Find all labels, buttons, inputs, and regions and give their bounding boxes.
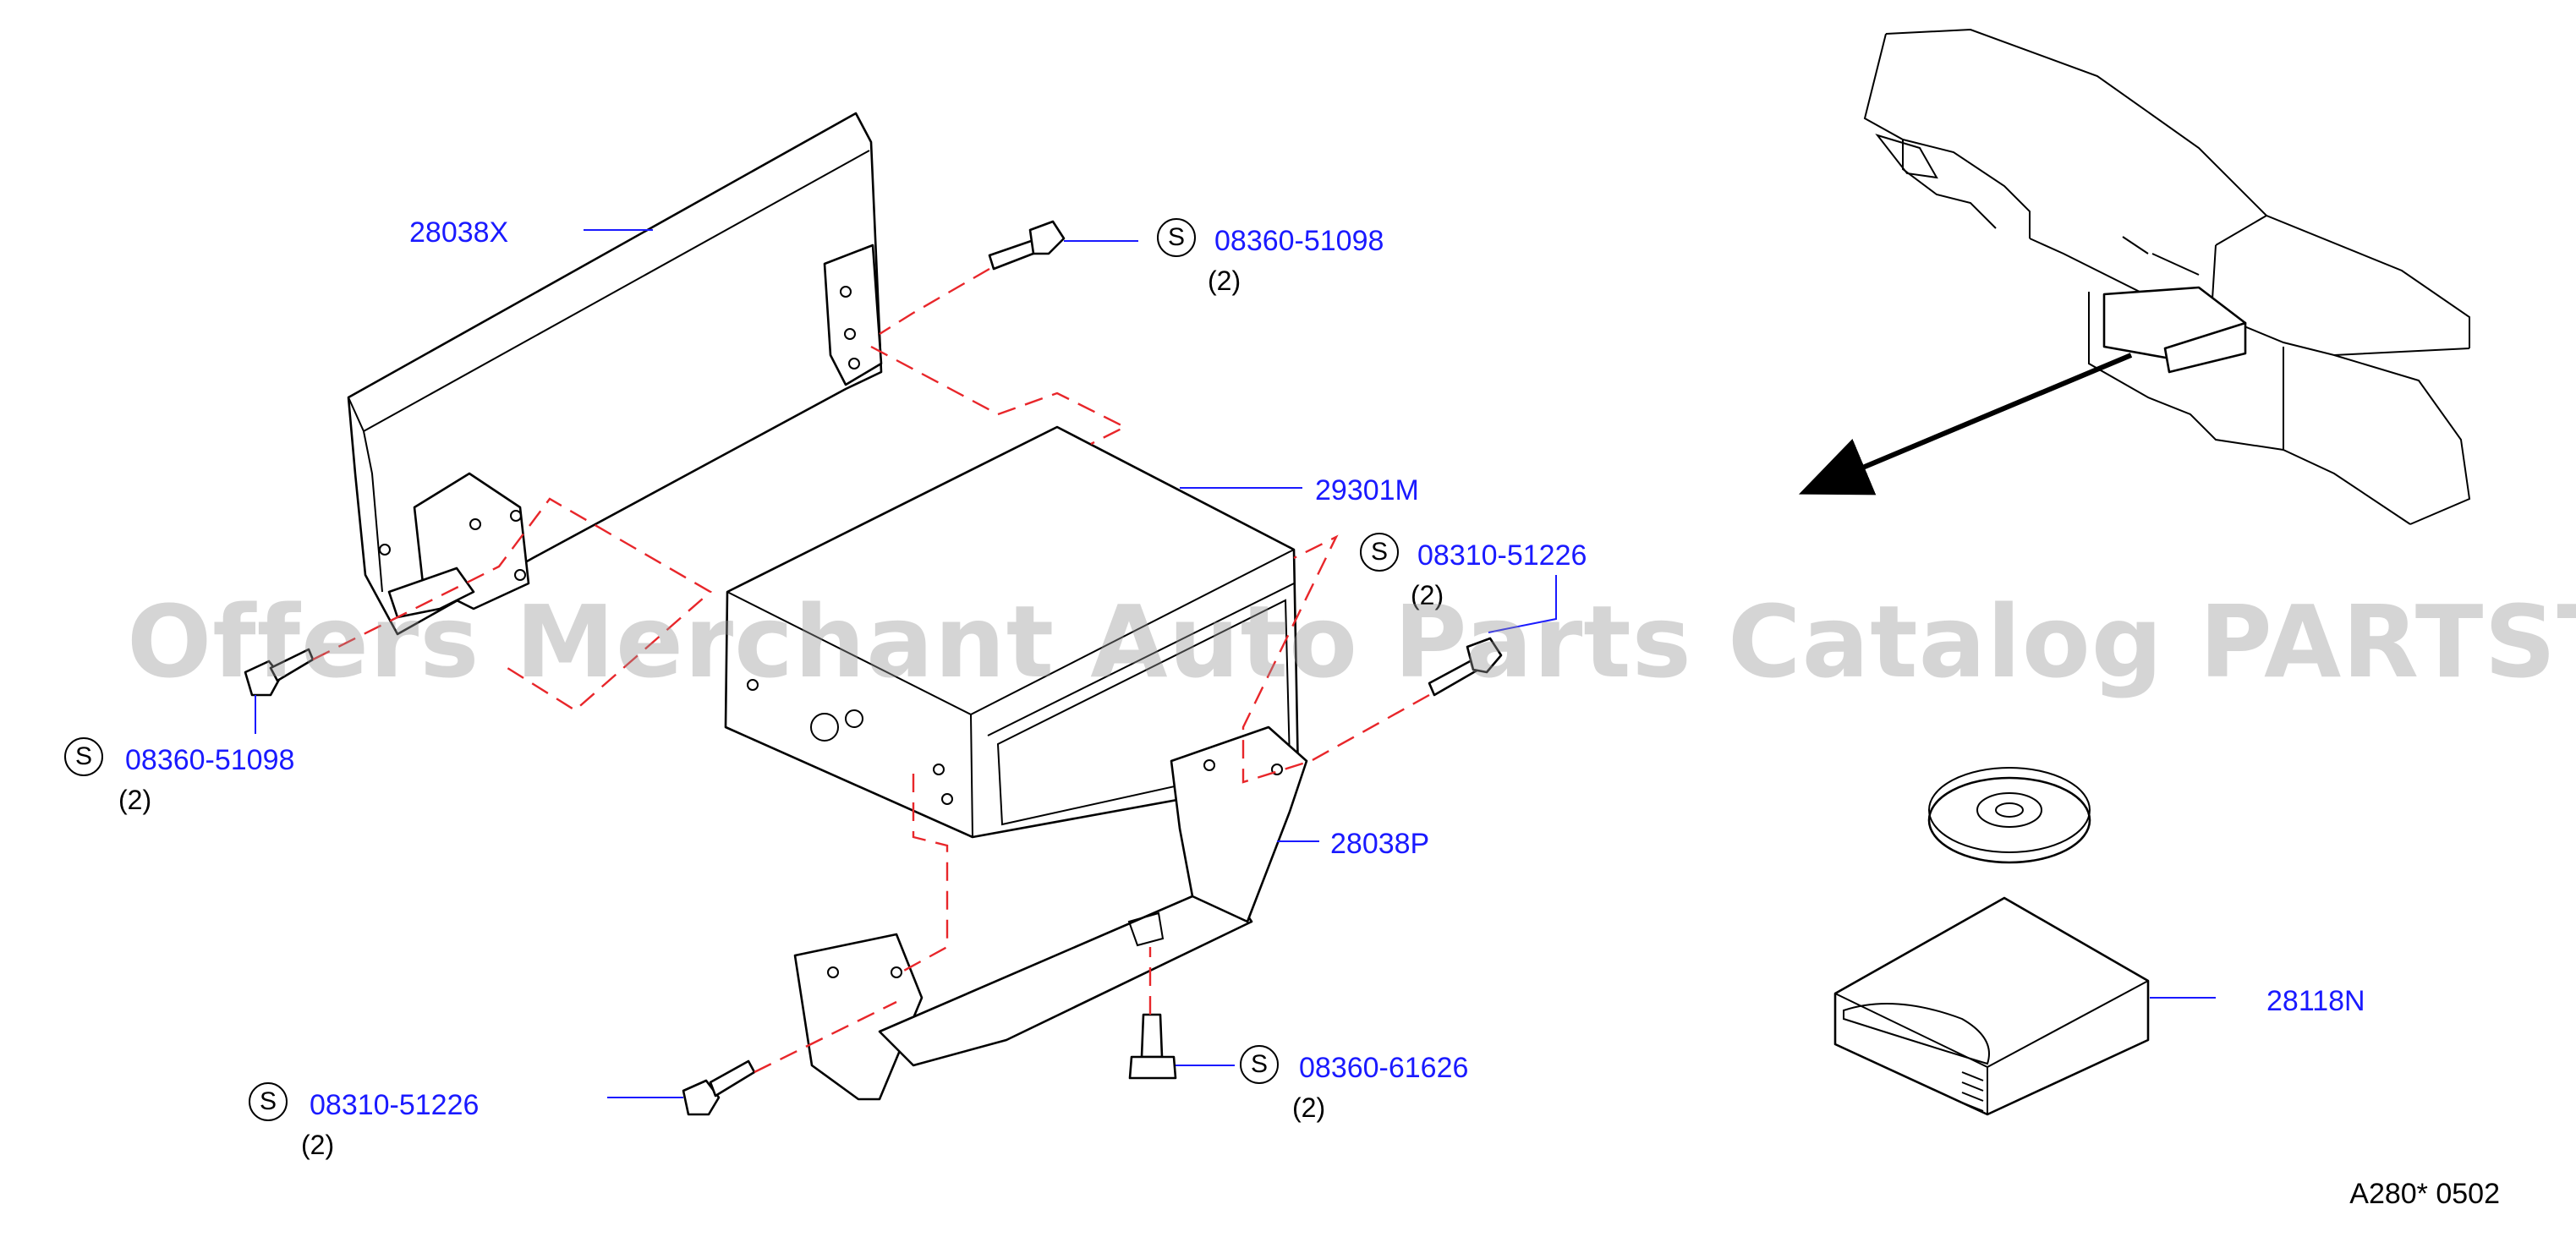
- fastener-quantity: (2): [1208, 265, 1241, 296]
- bolt-right: [1428, 637, 1503, 697]
- fastener-quantity: (2): [118, 785, 152, 815]
- bolt-bottom: [1128, 1013, 1177, 1080]
- fastener-part-number[interactable]: 08360-51098: [125, 744, 295, 776]
- fastener-part-number[interactable]: 08310-51226: [1417, 539, 1587, 572]
- standard-part-symbol: S: [1240, 1045, 1279, 1084]
- bracket-28038x: [347, 112, 883, 636]
- bolt-bottom-left: [682, 1059, 756, 1116]
- standard-part-symbol: S: [1360, 533, 1399, 572]
- fastener-quantity: (2): [1292, 1092, 1326, 1123]
- cd-magazine-28118n: [1833, 896, 2150, 1116]
- bracket-28038p: [793, 725, 1308, 1101]
- cd-disc: [1927, 767, 2091, 864]
- fastener-quantity: (2): [1411, 580, 1444, 610]
- diagram-reference: A280* 0502: [2349, 1178, 2500, 1210]
- standard-part-symbol: S: [249, 1082, 288, 1121]
- fastener-part-number[interactable]: 08360-61626: [1299, 1052, 1469, 1084]
- fastener-part-number[interactable]: 08360-51098: [1214, 225, 1384, 257]
- dashboard-inset: [1798, 28, 2471, 525]
- standard-part-symbol: S: [1157, 218, 1196, 257]
- callout-28038x[interactable]: 28038X: [409, 216, 509, 249]
- callout-28118n[interactable]: 28118N: [2266, 985, 2365, 1017]
- leader-lines: [255, 229, 2216, 1098]
- fastener-quantity: (2): [301, 1130, 335, 1160]
- bolt-left: [244, 648, 315, 697]
- callout-29301m[interactable]: 29301M: [1315, 474, 1419, 506]
- standard-part-symbol: S: [64, 737, 103, 776]
- fastener-part-number[interactable]: 08310-51226: [310, 1089, 480, 1121]
- bolt-top: [988, 220, 1066, 271]
- assembly-lines: [312, 267, 1430, 1074]
- callout-28038p[interactable]: 28038P: [1330, 828, 1430, 860]
